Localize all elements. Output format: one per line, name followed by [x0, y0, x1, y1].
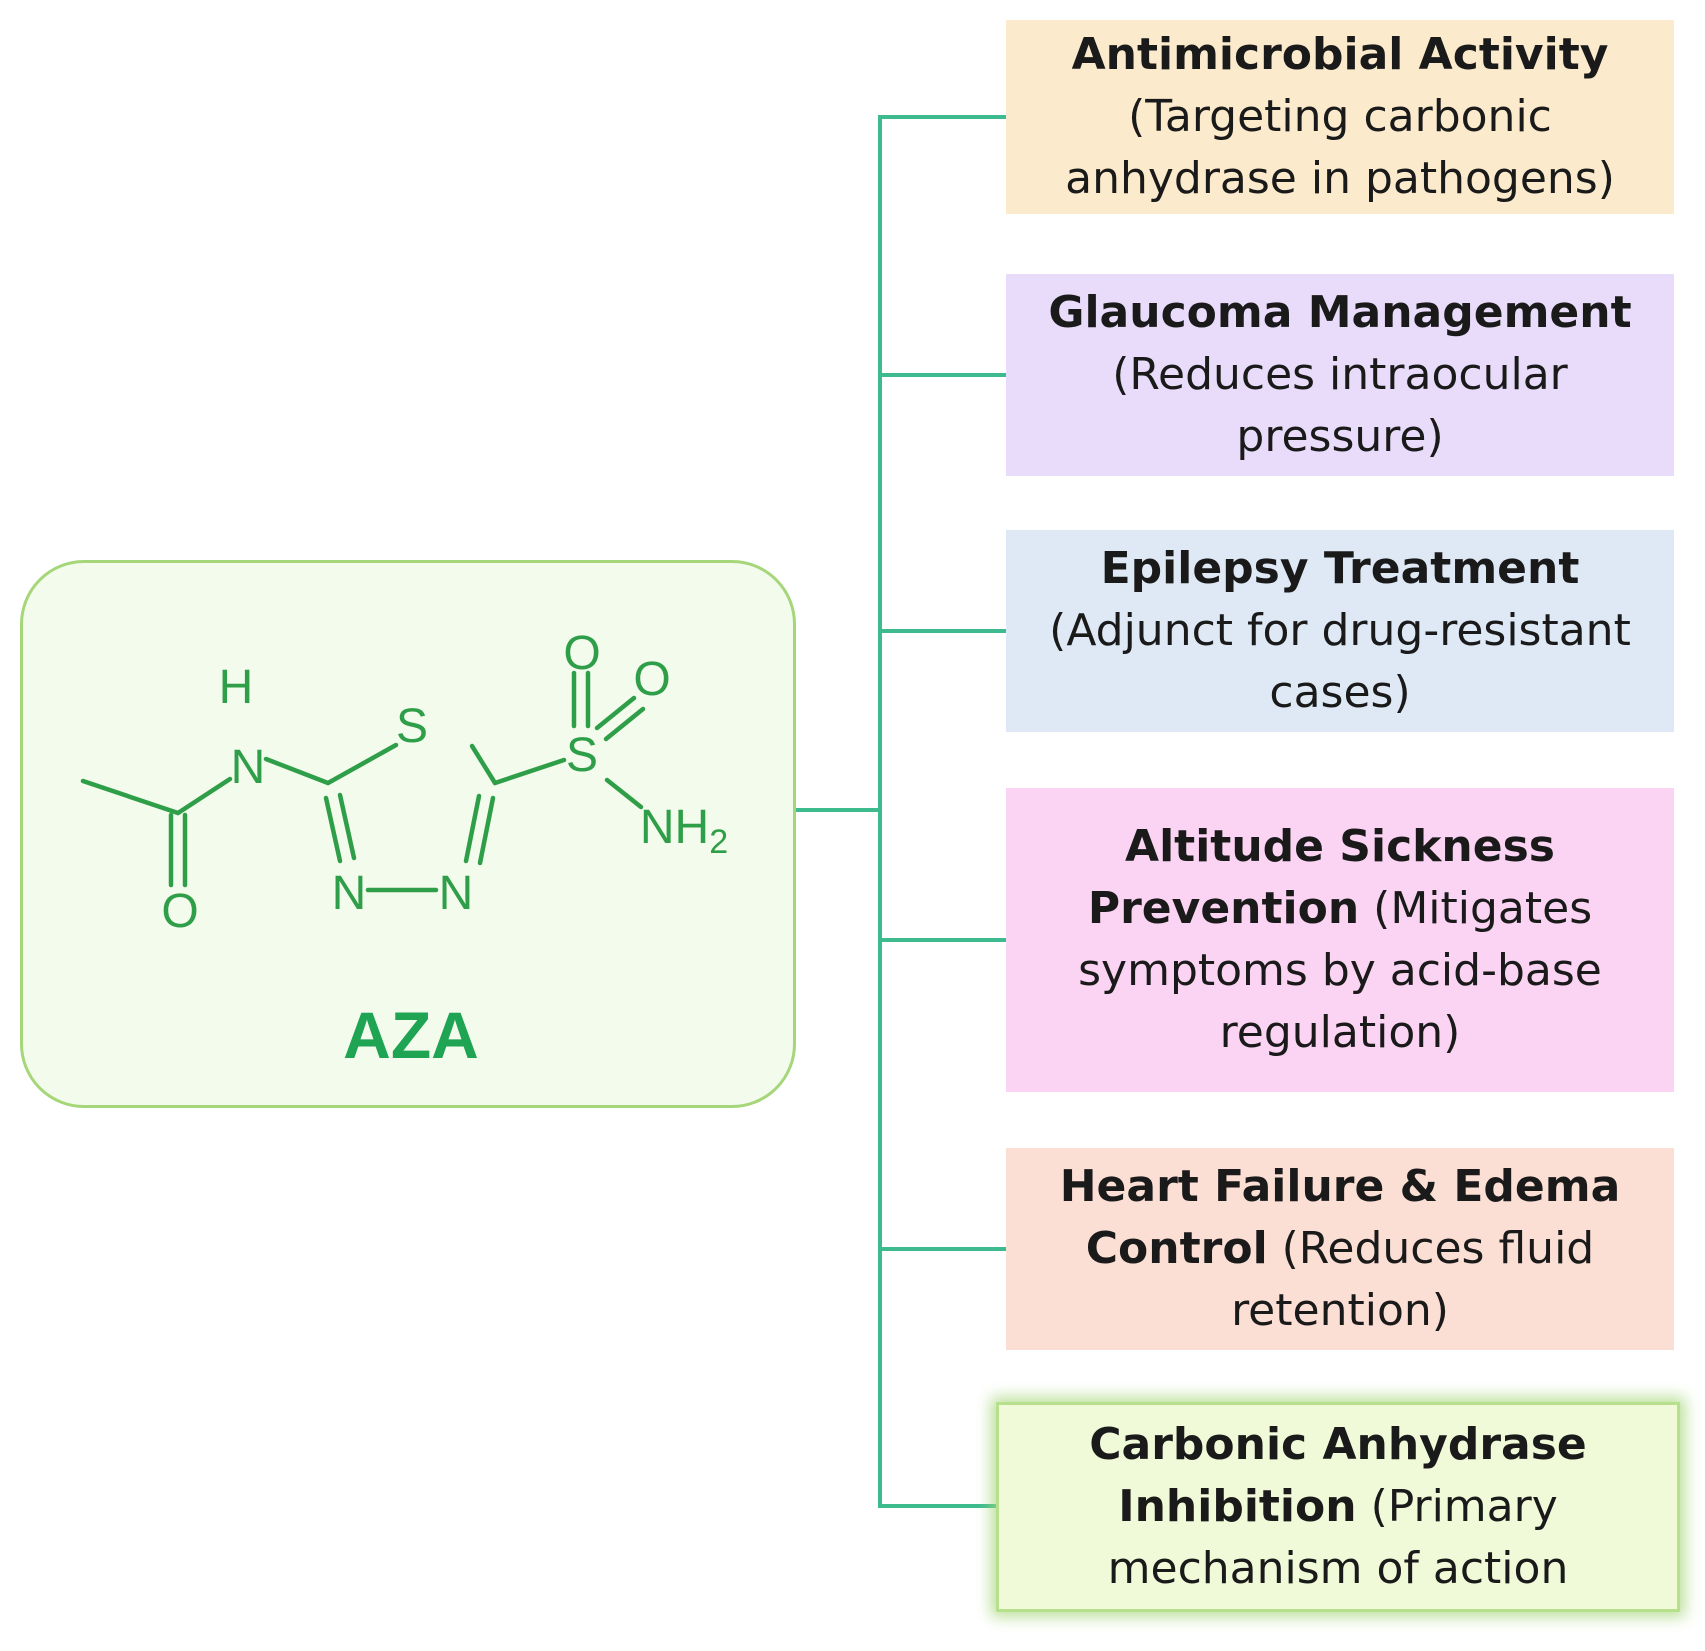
- amine-nh: NH: [640, 801, 709, 854]
- use-box-epilepsy: Epilepsy Treatment (Adjunct for drug-res…: [1006, 530, 1674, 732]
- drug-panel: H N O S N N S O O NH2 AZA: [20, 560, 796, 1108]
- atom-s-ring: S: [396, 700, 428, 753]
- use-title: Carbonic Anhydrase Inhibition: [1089, 1419, 1587, 1532]
- use-box-altitude: Altitude Sickness Prevention (Mitigates …: [1006, 788, 1674, 1092]
- use-box-carbonic: Carbonic Anhydrase Inhibition (Primary m…: [996, 1402, 1680, 1612]
- use-box-antimicrobial: Antimicrobial Activity (Targeting carbon…: [1006, 20, 1674, 214]
- atom-n-ring-left: N: [332, 867, 367, 920]
- use-detail: (Reduces fluid retention): [1231, 1223, 1595, 1336]
- use-title: Epilepsy Treatment: [1100, 543, 1580, 594]
- use-box-heart: Heart Failure & Edema Control (Reduces f…: [1006, 1148, 1674, 1350]
- use-title: Heart Failure & Edema Control: [1059, 1161, 1621, 1274]
- atom-h: H: [219, 661, 254, 714]
- atom-n-ring-right: N: [439, 867, 474, 920]
- use-box-glaucoma: Glaucoma Management (Reduces intraocular…: [1006, 274, 1674, 476]
- use-title: Glaucoma Management: [1048, 287, 1632, 338]
- acetazolamide-structure: H N O S N N S O O NH2: [80, 627, 728, 938]
- amine-subscript: 2: [709, 823, 728, 861]
- use-detail: (Primary mechanism of action: [1107, 1481, 1569, 1594]
- use-detail: (Adjunct for drug-resistant cases): [1049, 605, 1631, 718]
- use-detail: (Mitigates symptoms by acid-base regulat…: [1078, 883, 1602, 1058]
- atom-o-carbonyl: O: [161, 885, 198, 938]
- use-title: Altitude Sickness Prevention: [1087, 821, 1555, 934]
- use-detail: (Reduces intraocular pressure): [1112, 349, 1568, 462]
- atom-o-sulfonyl-right: O: [633, 653, 670, 706]
- atom-s-sulfonyl: S: [566, 729, 598, 782]
- drug-name: AZA: [343, 998, 479, 1072]
- use-detail: (Targeting carbonic anhydrase in pathoge…: [1065, 91, 1615, 204]
- use-title: Antimicrobial Activity: [1071, 29, 1609, 80]
- atom-nh2: NH2: [640, 801, 728, 861]
- atom-o-sulfonyl-top: O: [563, 627, 600, 680]
- bond-lines: [80, 670, 646, 893]
- atom-labels: H N O S N N S O O NH2: [161, 627, 728, 938]
- atom-n-amide: N: [231, 741, 266, 794]
